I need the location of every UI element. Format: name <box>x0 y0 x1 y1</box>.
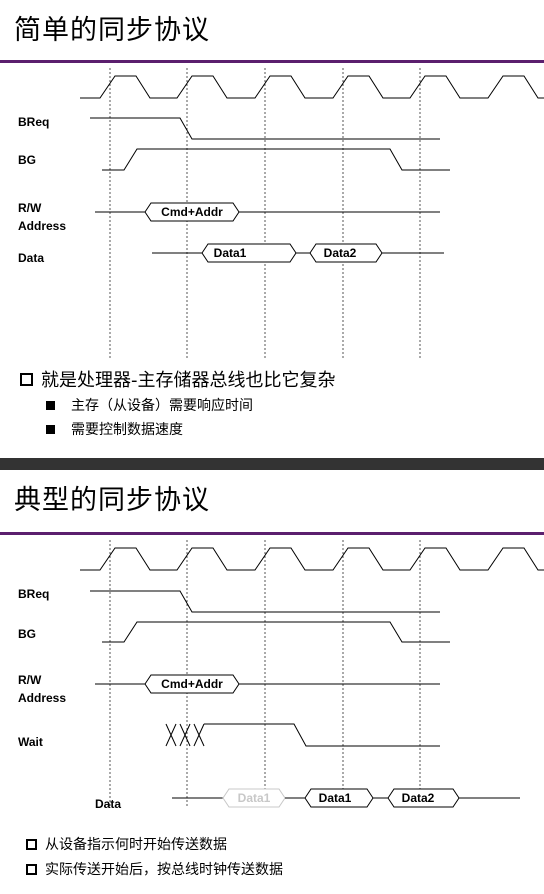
wait-unknown-marks <box>165 723 205 747</box>
bullet-text: 就是处理器-主存储器总线也比它复杂 <box>41 370 336 391</box>
breq-label: BReq <box>18 115 49 129</box>
slide-title: 典型的同步协议 <box>14 485 210 516</box>
checkbox-bullet-icon <box>26 838 37 850</box>
title-rule <box>0 60 544 63</box>
sub-bullet: 需要控制数据速度 <box>46 419 183 439</box>
data-label: Data <box>95 797 121 811</box>
clock-waveform <box>80 75 544 99</box>
slide-separator <box>0 458 544 470</box>
data1-label: Data1 <box>214 246 247 260</box>
slide-simple-sync: 简单的同步协议 BReq BG R/W Address Cmd+Addr Dat… <box>0 15 544 439</box>
bullet-main: 实际传送开始后，按总线时钟传送数据 <box>26 859 283 879</box>
slide-title: 简单的同步协议 <box>14 15 210 46</box>
bg-label: BG <box>18 153 36 167</box>
wait-label: Wait <box>18 735 43 749</box>
checkbox-bullet-icon <box>26 863 37 875</box>
sub-bullet: 主存（从设备）需要响应时间 <box>46 395 253 415</box>
title-rule <box>0 532 544 535</box>
breq-waveform <box>90 117 440 140</box>
breq-waveform <box>90 590 440 613</box>
bullet-main: 就是处理器-主存储器总线也比它复杂 <box>20 366 336 392</box>
data2-label: Data2 <box>402 791 435 805</box>
data-label: Data <box>18 251 44 265</box>
bg-waveform <box>102 621 450 643</box>
data2-label: Data2 <box>324 246 357 260</box>
address-label: Address <box>18 219 66 233</box>
data1-label: Data1 <box>319 791 352 805</box>
bullet-text: 实际传送开始后，按总线时钟传送数据 <box>45 862 283 878</box>
rw-label: R/W <box>18 673 42 687</box>
timing-diagram: BReq BG R/W Address Cmd+Addr Wait Data D… <box>18 540 544 811</box>
timing-diagram: BReq BG R/W Address Cmd+Addr Data Data1 … <box>18 68 544 358</box>
square-bullet-icon <box>46 400 55 410</box>
cmd-addr-label: Cmd+Addr <box>161 677 223 691</box>
square-bullet-icon <box>46 424 55 434</box>
breq-label: BReq <box>18 587 49 601</box>
bullet-main: 从设备指示何时开始传送数据 <box>26 834 227 854</box>
cmd-addr-label: Cmd+Addr <box>161 205 223 219</box>
bullet-text: 从设备指示何时开始传送数据 <box>45 837 227 853</box>
sub-bullet-text: 主存（从设备）需要响应时间 <box>71 398 253 414</box>
rw-label: R/W <box>18 201 42 215</box>
wait-waveform <box>204 723 440 747</box>
ghost-data1-label: Data1 <box>238 791 271 805</box>
address-label: Address <box>18 691 66 705</box>
clock-guides <box>109 540 421 806</box>
bg-waveform <box>102 148 450 171</box>
checkbox-bullet-icon <box>20 372 33 386</box>
sub-bullet-text: 需要控制数据速度 <box>71 422 183 438</box>
clock-waveform <box>80 547 544 571</box>
clock-guides <box>109 68 421 358</box>
bg-label: BG <box>18 627 36 641</box>
slide-typical-sync: 典型的同步协议 BReq BG R/W Address Cmd+Addr Wai… <box>0 470 544 894</box>
